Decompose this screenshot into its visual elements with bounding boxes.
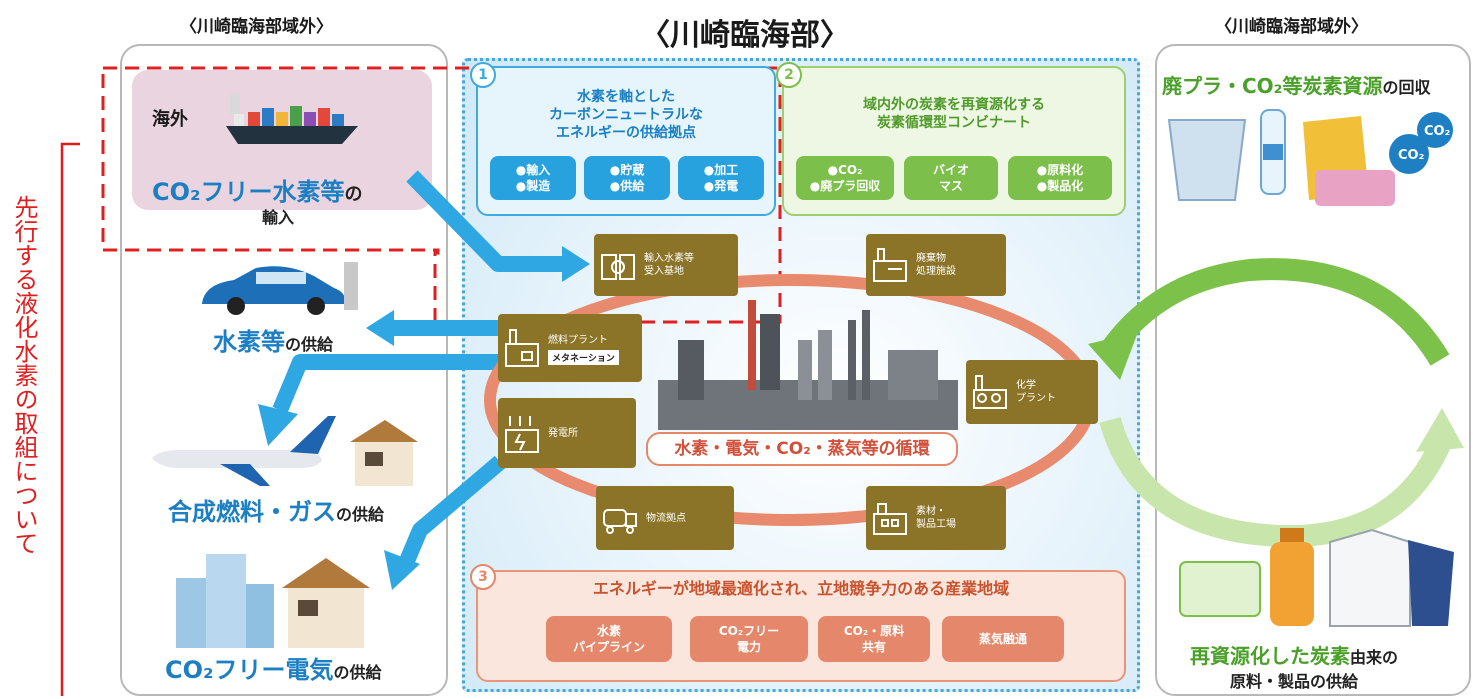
supply-fuel-suffix: の供給 [336, 505, 385, 524]
factory-icon [873, 503, 907, 535]
fuel-plant-icon [505, 329, 539, 367]
node-import-base-label: 輸入水素等 受入基地 [644, 253, 694, 277]
factory-complex-icon [658, 300, 958, 430]
right-region-title: 〈川崎臨海部域外〉 [1215, 17, 1368, 37]
section-2-chip-biomass: バイオ マス [904, 156, 998, 200]
node-power-plant: 発電所 [498, 398, 636, 468]
section-1-chip-storage: ●貯蔵 ●供給 [584, 156, 670, 200]
section-3-chip-pipeline: 水素 パイプライン [546, 616, 672, 662]
import-line2: 輸入 [262, 208, 295, 227]
reuse-line2: 原料・製品の供給 [1230, 672, 1359, 691]
section-2-number: 2 [776, 62, 802, 88]
cycle-label: 水素・電気・CO₂・蒸気等の循環 [646, 432, 958, 466]
node-chemical: 化学 プラント [966, 360, 1098, 424]
section-1-chip-import: ●輸入 ●製造 [490, 156, 576, 200]
reuse-label: 再資源化した炭素由来の [1190, 640, 1398, 669]
node-waste: 廃棄物 処理施設 [866, 234, 1006, 296]
import-label: CO₂フリー水素等の [152, 172, 363, 207]
center-region-title: 〈川崎臨海部〉 [640, 18, 850, 53]
power-plant-icon [505, 416, 539, 453]
section-3-title: エネルギーが地域最適化され、立地競争力のある産業地域 [592, 579, 1010, 598]
node-fuel-plant-label: 燃料プラント [548, 335, 608, 346]
cargo-ship-icon [226, 94, 358, 144]
node-fuel-plant: 燃料プラント メタネーション [498, 314, 642, 382]
section-3-number: 3 [470, 564, 496, 590]
plastic-waste-icon: CO₂ CO₂ [1167, 109, 1453, 206]
reuse-suffix: 由来の [1350, 648, 1399, 667]
supply-h2-suffix: の供給 [285, 335, 334, 354]
node-materials: 素材・ 製品工場 [866, 486, 1006, 550]
import-suffix: の [344, 184, 363, 205]
section-2-title: 域内外の炭素を再資源化する 炭素循環型コンビナート [863, 97, 1045, 131]
section-1-chip-processing: ●加工 ●発電 [678, 156, 764, 200]
chemical-plant-icon [973, 375, 1007, 409]
collect-main: 廃プラ・CO₂等炭素資源 [1162, 74, 1383, 98]
waste-facility-icon [873, 248, 907, 282]
supply-elec-main: CO₂フリー電気 [165, 656, 334, 684]
section-2-chip-co2: ●CO₂ ●廃プラ回収 [796, 156, 894, 200]
import-main: CO₂フリー水素等 [152, 178, 345, 206]
side-note: 先行する液化水素の取組について [10, 195, 38, 555]
supply-fuel-main: 合成燃料・ガス [168, 498, 336, 526]
storage-tank-icon [601, 254, 635, 280]
methanation-badge: メタネーション [548, 350, 619, 365]
section-3-chip-shared: CO₂・原料 共有 [818, 616, 930, 662]
supply-elec-suffix: の供給 [333, 663, 382, 682]
collect-label: 廃プラ・CO₂等炭素資源の回収 [1162, 70, 1430, 99]
carbon-recycle-arrows [1088, 258, 1464, 548]
airplane-house-icon [152, 416, 418, 486]
section-1-title: 水素を軸とした カーボンニュートラルな エネルギーの供給拠点 [549, 89, 703, 141]
supply-h2-label: 水素等の供給 [213, 322, 333, 357]
tank-truck-icon [603, 509, 637, 534]
supply-h2-main: 水素等 [213, 328, 285, 356]
supply-elec-label: CO₂フリー電気の供給 [165, 650, 382, 685]
node-logistics: 物流拠点 [596, 486, 734, 550]
section-1-number: 1 [470, 62, 496, 88]
section-3-chip-steam: 蒸気融通 [942, 616, 1064, 662]
recycled-products-icon [1179, 528, 1454, 627]
node-logistics-label: 物流拠点 [646, 512, 686, 524]
node-waste-label: 廃棄物 処理施設 [916, 253, 956, 277]
node-import-base: 輸入水素等 受入基地 [594, 234, 738, 296]
supply-fuel-label: 合成燃料・ガスの供給 [168, 492, 384, 527]
overseas-label: 海外 [152, 109, 188, 130]
node-chemical-label: 化学 プラント [1016, 380, 1056, 404]
svg-text:CO₂: CO₂ [1424, 124, 1450, 139]
left-region-title: 〈川崎臨海部域外〉 [180, 17, 333, 37]
buildings-house-icon [176, 554, 370, 648]
reuse-main: 再資源化した炭素 [1190, 644, 1350, 668]
collect-suffix: の回収 [1382, 78, 1431, 97]
section-2-chip-raw-material: ●原料化 ●製品化 [1008, 156, 1112, 200]
svg-text:CO₂: CO₂ [1398, 148, 1424, 163]
section-3-chip-power: CO₂フリー 電力 [690, 616, 808, 662]
node-power-plant-label: 発電所 [548, 427, 578, 439]
node-materials-label: 素材・ 製品工場 [916, 506, 956, 530]
fuel-cell-car-icon [202, 262, 358, 315]
